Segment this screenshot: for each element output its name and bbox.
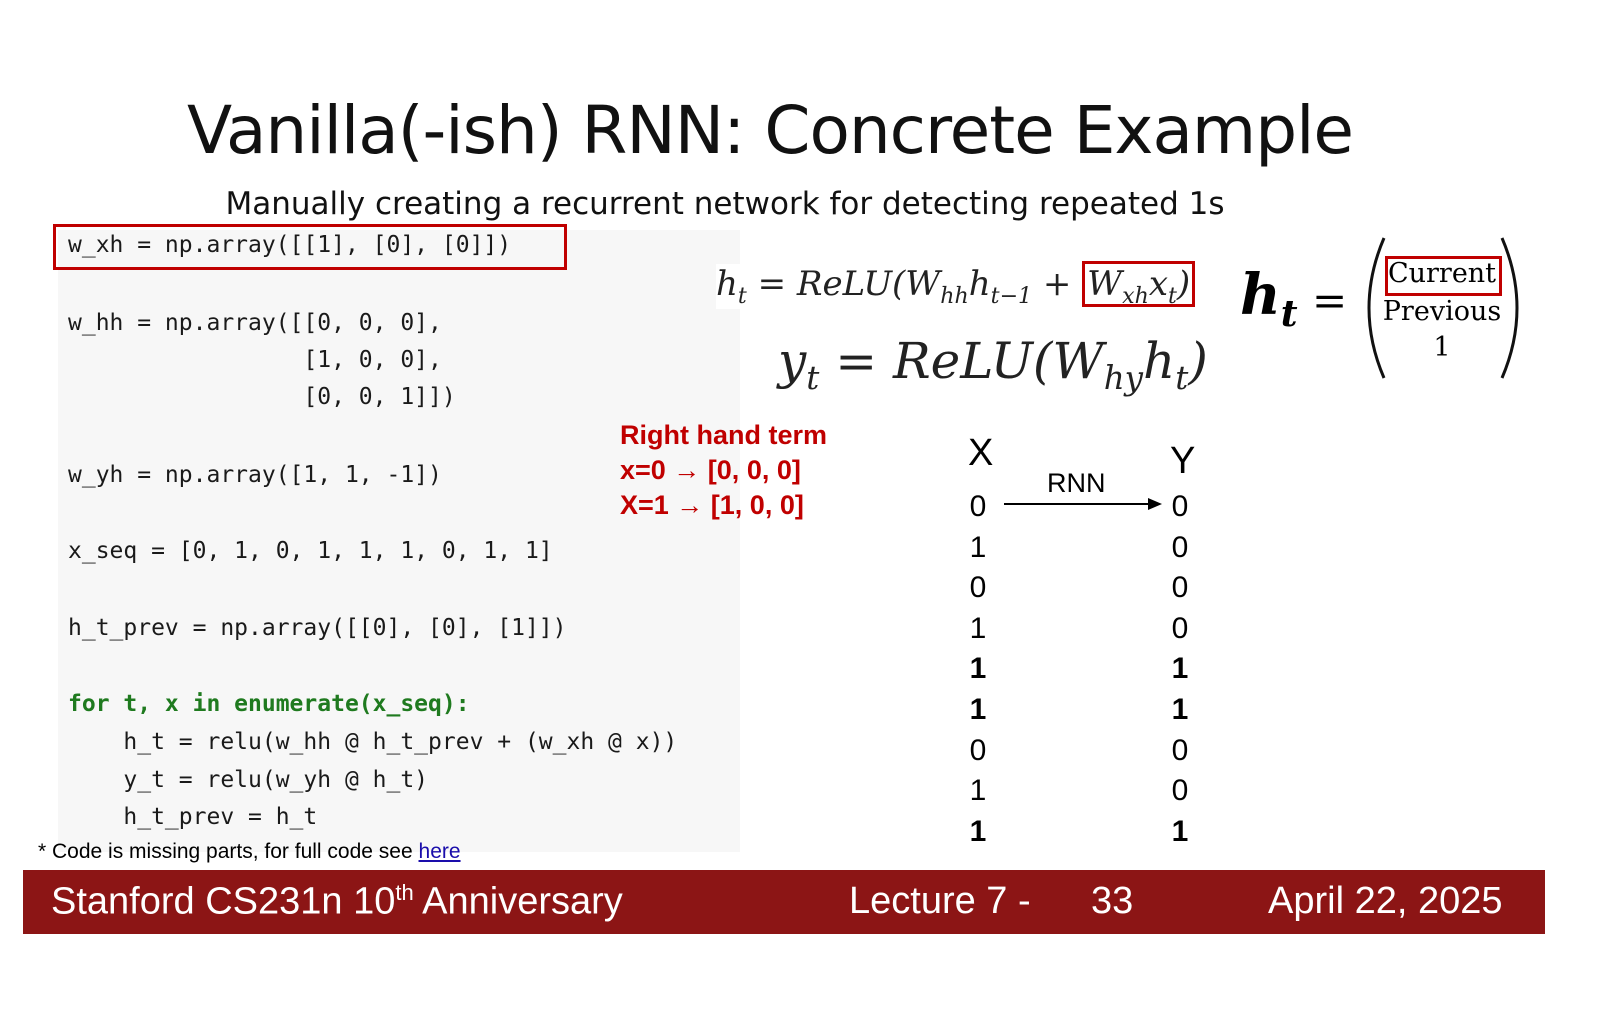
- x-value: 0: [969, 733, 987, 767]
- slide-title: Vanilla(-ish) RNN: Concrete Example: [186, 92, 1354, 169]
- y-value: 0: [1171, 611, 1189, 645]
- y-value: 1: [1171, 814, 1189, 848]
- w-xh-highlight-box: [53, 224, 567, 270]
- code-panel: [58, 230, 740, 852]
- y-header: Y: [1170, 440, 1196, 482]
- y-value: 1: [1171, 693, 1189, 726]
- footnote-text: * Code is missing parts, for full code s…: [38, 840, 419, 863]
- code-line-w-hh-2: [1, 0, 0],: [68, 347, 442, 373]
- rnn-arrow: [1004, 498, 1162, 510]
- y-value: 1: [1171, 652, 1189, 686]
- x-value: 1: [969, 530, 987, 564]
- code-line-x-seq: x_seq = [0, 1, 0, 1, 1, 1, 0, 1, 1]: [68, 538, 553, 564]
- code-line-w-hh-1: w_hh = np.array([[0, 0, 0],: [68, 310, 442, 336]
- rnn-arrow-label: RNN: [1047, 468, 1106, 498]
- vector-item-one: 1: [1433, 332, 1451, 363]
- x-value: 0: [969, 571, 987, 605]
- x-value: 1: [969, 774, 987, 808]
- footer-course: Stanford CS231n 10th Anniversary: [51, 880, 623, 923]
- vector-item-current: Current: [1387, 258, 1497, 289]
- right-hand-term-title: Right hand term: [620, 420, 827, 450]
- y-value: 0: [1171, 530, 1189, 564]
- right-hand-term-line-2: X=1 → [1, 0, 0]: [620, 490, 804, 520]
- footnote-link[interactable]: here: [418, 840, 461, 863]
- vector-parentheses: [1367, 237, 1519, 379]
- y-value: 0: [1171, 774, 1189, 808]
- slide-subtitle: Manually creating a recurrent network fo…: [225, 186, 1225, 222]
- footnote: * Code is missing parts, for full code s…: [38, 840, 461, 864]
- footer-bar: Stanford CS231n 10th Anniversary Lecture…: [23, 870, 1545, 934]
- right-hand-term-note: Right hand term x=0 → [0, 0, 0] X=1 → [1…: [620, 418, 827, 523]
- hidden-vector-equals: =: [1312, 276, 1348, 325]
- output-equation: yt = ReLU(Whyht): [778, 332, 1208, 397]
- x-header: X: [968, 432, 994, 474]
- vector-item-previous: Previous: [1382, 296, 1502, 327]
- code-line-w-hh-3: [0, 0, 1]]): [68, 384, 456, 410]
- code-line-h-t-prev: h_t_prev = np.array([[0], [0], [1]]): [68, 615, 567, 641]
- x-value: 1: [969, 814, 987, 848]
- code-line-w-yh: w_yh = np.array([1, 1, -1]): [68, 462, 442, 488]
- code-line-body-3: h_t_prev = h_t: [68, 804, 318, 830]
- hidden-vector-lhs: ht: [1240, 262, 1298, 336]
- y-value: 0: [1171, 490, 1189, 523]
- x-value: 0: [969, 490, 987, 523]
- current-highlight-box: [1385, 256, 1502, 296]
- code-line-body-2: y_t = relu(w_yh @ h_t): [68, 767, 429, 793]
- x-value: 1: [969, 611, 987, 645]
- xh-term: Wxhxt): [1082, 261, 1196, 309]
- footer-page-number: 33: [1091, 880, 1134, 922]
- hidden-state-equation: ht = ReLU(Whhht−1 + Wxhxt): [716, 261, 1196, 309]
- code-line-for: for t, x in enumerate(x_seq):: [68, 691, 470, 717]
- y-value: 0: [1171, 571, 1189, 605]
- code-line-w-xh: w_xh = np.array([[1], [0], [0]]): [68, 232, 512, 258]
- x-value: 1: [969, 652, 987, 686]
- footer-lecture: Lecture 7 -: [849, 880, 1031, 922]
- y-value: 0: [1171, 733, 1189, 767]
- right-hand-term-line-1: x=0 → [0, 0, 0]: [620, 455, 801, 485]
- code-line-body-1: h_t = relu(w_hh @ h_t_prev + (w_xh @ x)): [68, 729, 678, 755]
- footer-date: April 22, 2025: [1268, 880, 1503, 922]
- x-value: 1: [969, 693, 987, 726]
